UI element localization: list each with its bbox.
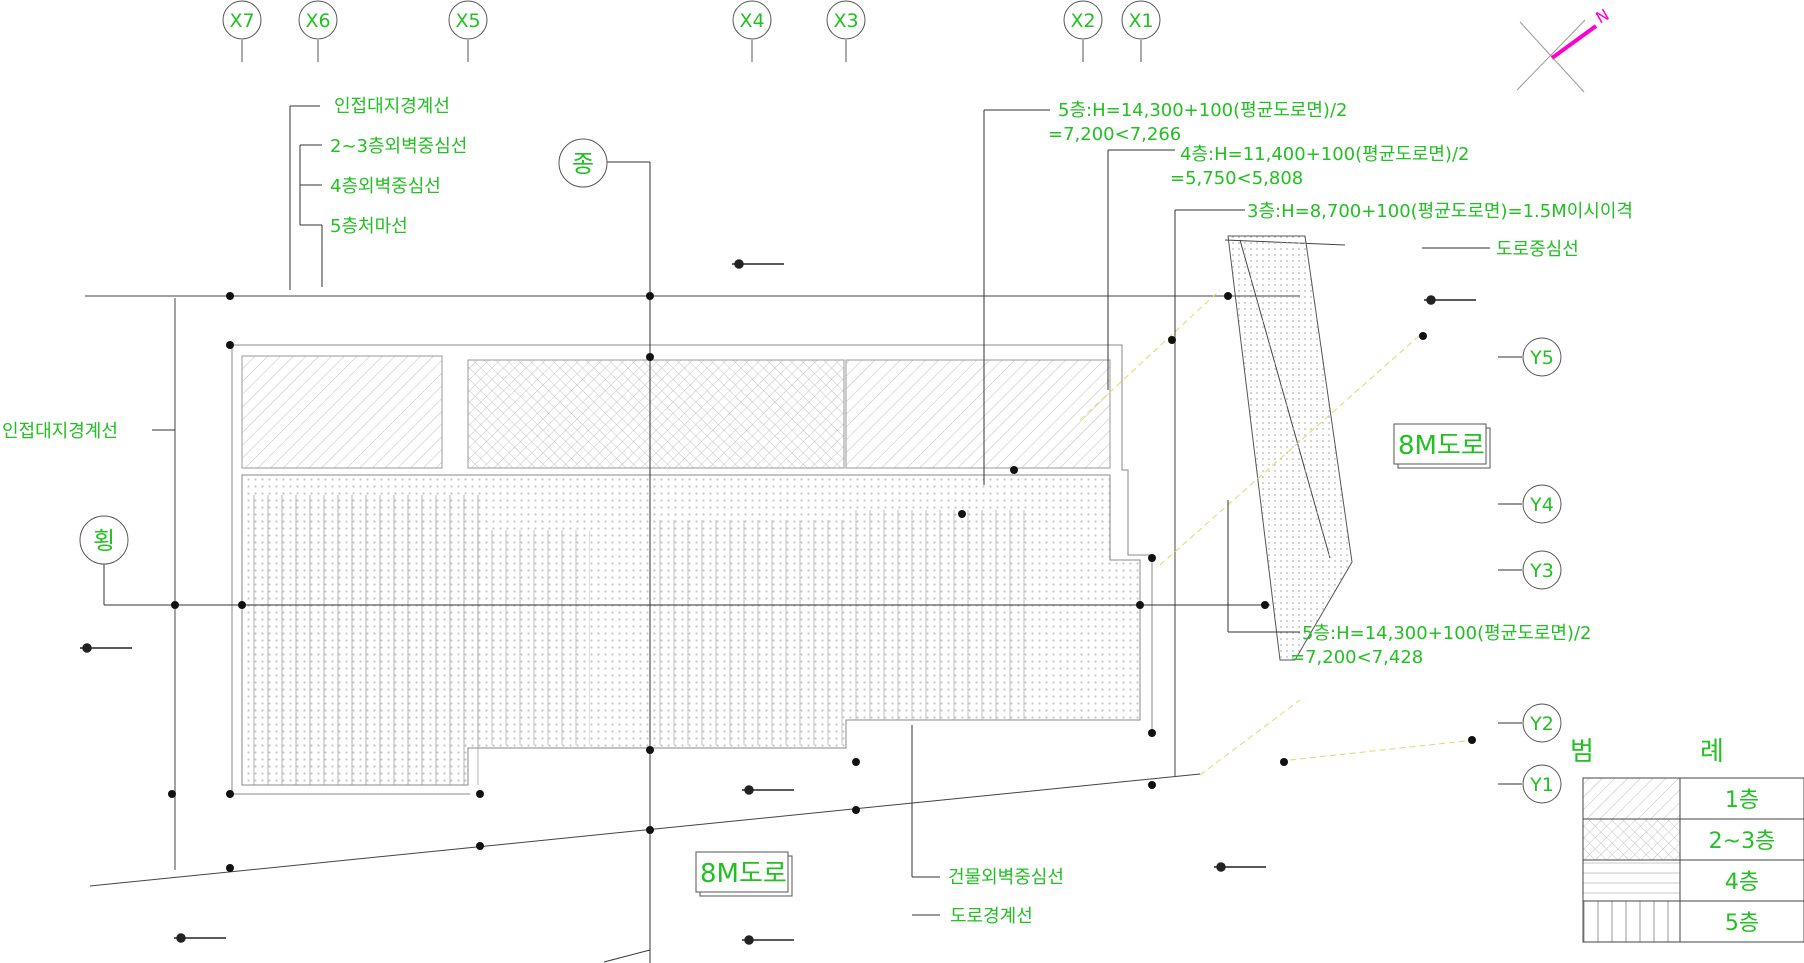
grid-bubble-y1: Y1 xyxy=(1522,764,1562,804)
building-footprint xyxy=(231,344,1153,795)
section-marker-longitudinal: 종 xyxy=(558,138,608,188)
grid-bubble-label: Y5 xyxy=(1529,347,1554,369)
cut-symbol-1 xyxy=(732,259,784,269)
grid-bubble-label: X3 xyxy=(833,10,858,32)
road-label-south: 8M도로 xyxy=(695,851,793,897)
grid-bubble-label: X6 xyxy=(305,10,330,32)
east-road-strip xyxy=(1227,235,1353,661)
road-centerline-note: 도로중심선 xyxy=(1496,239,1579,260)
grid-bubble-label: Y4 xyxy=(1529,494,1554,516)
legend-swatch xyxy=(1582,777,1681,820)
dimension-lines xyxy=(1079,289,1476,776)
height-note-4f-2: =5,750<5,808 xyxy=(1170,168,1303,189)
grid-bubble-y3: Y3 xyxy=(1522,550,1562,590)
legend-swatch xyxy=(1582,900,1681,943)
bottom-notes: 건물외벽중심선 도로경계선 xyxy=(948,867,1064,927)
grid-bubble-x5: X5 xyxy=(448,0,488,62)
note-adjacent-boundary: 인접대지경계선 xyxy=(334,96,450,117)
section-marker-longitudinal-label: 종 xyxy=(572,150,594,178)
key-points xyxy=(168,292,1476,872)
grid-bubble-y5: Y5 xyxy=(1522,337,1562,377)
grid-bubble-label: X2 xyxy=(1070,10,1095,32)
grid-bubbles-x: X7 X6 X5 X4 X3 X2 X1 xyxy=(222,0,1161,62)
legend-label: 1층 xyxy=(1725,788,1759,813)
grid-bubble-x1: X1 xyxy=(1121,0,1161,62)
note-floor23-wall: 2~3층외벽중심선 xyxy=(330,136,467,157)
grid-bubble-x6: X6 xyxy=(298,0,338,62)
grid-bubble-x7: X7 xyxy=(222,0,262,62)
legend-swatch xyxy=(1582,859,1681,902)
side-note-adjacent-boundary: 인접대지경계선 xyxy=(2,421,118,442)
legend-swatch xyxy=(1582,818,1681,861)
left-notes: 인접대지경계선 2~3층외벽중심선 4층외벽중심선 5층처마선 인접대지경계선 xyxy=(2,96,467,442)
legend-title-left: 범 xyxy=(1570,737,1594,767)
road-label-east-text: 8M도로 xyxy=(1398,431,1485,461)
cut-symbol-3 xyxy=(742,785,794,795)
legend-label: 4층 xyxy=(1725,870,1759,895)
legend-rows: 1층 2~3층 4층 5층 xyxy=(1582,777,1804,943)
height-note-3f: 3층:H=8,700+100(평균도로면)=1.5M이시이격 xyxy=(1247,201,1633,222)
height-note-4f-1: 4층:H=11,400+100(평균도로면)/2 xyxy=(1180,144,1469,165)
cut-symbol-2 xyxy=(80,643,132,653)
road-label-south-text: 8M도로 xyxy=(700,859,787,889)
grid-bubble-label: X5 xyxy=(455,10,480,32)
cut-symbol-6 xyxy=(742,935,794,945)
section-marker-transverse: 횡 xyxy=(79,515,129,565)
legend: 범 례 1층 2~3층 4층 5층 xyxy=(1570,737,1804,943)
height-note-5f-bottom-2: =7,200<7,428 xyxy=(1290,647,1423,668)
grid-bubble-label: X4 xyxy=(739,10,764,32)
cut-symbol-7 xyxy=(1424,295,1476,305)
cut-symbol-4 xyxy=(1214,862,1266,872)
note-road-boundary: 도로경계선 xyxy=(950,906,1033,927)
legend-label: 2~3층 xyxy=(1709,829,1776,854)
road-label-east: 8M도로 xyxy=(1393,423,1491,469)
legend-title-right: 례 xyxy=(1700,737,1724,767)
grid-bubble-x4: X4 xyxy=(732,0,772,62)
legend-row-2: 2~3층 xyxy=(1582,818,1804,861)
legend-row-3: 4층 xyxy=(1582,859,1804,902)
height-notes: 5층:H=14,300+100(평균도로면)/2 =7,200<7,266 4층… xyxy=(1048,100,1633,668)
grid-bubble-y2: Y2 xyxy=(1522,703,1562,743)
grid-bubble-x2: X2 xyxy=(1063,0,1103,62)
grid-bubble-label: X1 xyxy=(1128,10,1153,32)
grid-bubble-x3: X3 xyxy=(826,0,866,62)
height-note-5f-bottom-1: 5층:H=14,300+100(평균도로면)/2 xyxy=(1302,623,1591,644)
legend-label: 5층 xyxy=(1725,911,1759,936)
legend-row-4: 5층 xyxy=(1582,900,1804,943)
note-floor4-wall: 4층외벽중심선 xyxy=(330,176,441,197)
legend-row-1: 1층 xyxy=(1582,777,1804,820)
cut-symbol-5 xyxy=(174,933,226,943)
grid-bubble-label: Y3 xyxy=(1529,560,1554,582)
note-building-wall: 건물외벽중심선 xyxy=(948,867,1064,888)
height-note-5f-top-1: 5층:H=14,300+100(평균도로면)/2 xyxy=(1058,100,1347,121)
north-arrow-needle xyxy=(1550,24,1598,60)
section-cut-symbols xyxy=(80,259,1476,945)
grid-bubble-label: X7 xyxy=(229,10,254,32)
note-floor5-eave: 5층처마선 xyxy=(330,216,408,237)
north-arrow: N xyxy=(1516,5,1613,93)
grid-bubble-y4: Y4 xyxy=(1522,484,1562,524)
grid-bubble-label: Y2 xyxy=(1529,713,1554,735)
height-note-5f-top-2: =7,200<7,266 xyxy=(1048,124,1181,145)
grid-bubble-label: Y1 xyxy=(1529,774,1554,796)
north-arrow-label: N xyxy=(1593,5,1613,27)
section-marker-transverse-label: 횡 xyxy=(93,527,115,555)
